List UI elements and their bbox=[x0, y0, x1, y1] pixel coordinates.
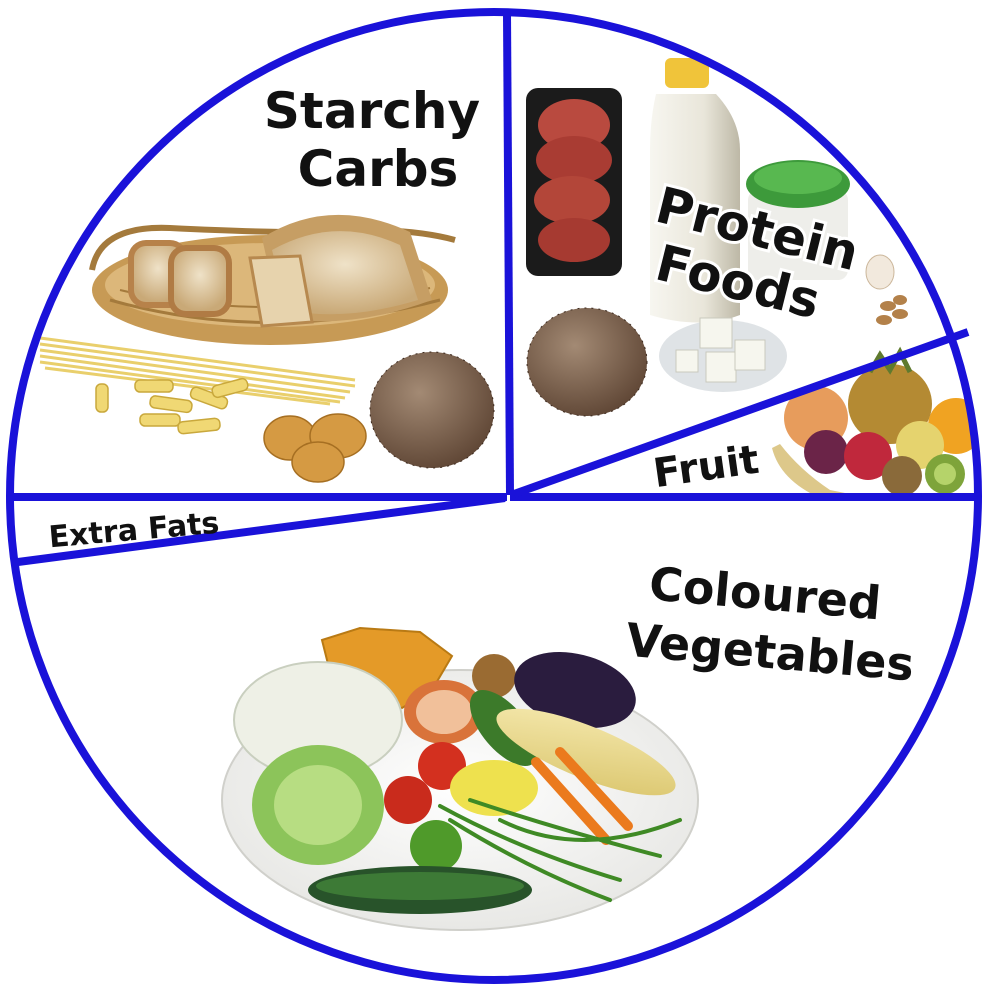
cheese-illustration bbox=[659, 318, 787, 392]
label-extra-fats: Extra Fats bbox=[47, 506, 220, 556]
beans-illustration-starchy bbox=[370, 352, 494, 468]
label-coloured-vegetables: Coloured Vegetables bbox=[624, 555, 921, 692]
macaroni-illustration bbox=[96, 378, 249, 435]
fruit-illustration bbox=[772, 352, 984, 498]
label-starchy-carbs: Starchy Carbs bbox=[264, 82, 480, 198]
egg-illustration bbox=[866, 255, 894, 289]
beans-illustration-protein bbox=[527, 308, 647, 416]
divider-vertical bbox=[507, 14, 510, 495]
potatoes-illustration bbox=[264, 414, 366, 482]
steak-illustration bbox=[526, 88, 622, 276]
label-starchy-line1: Starchy bbox=[264, 82, 480, 140]
label-starchy-line2: Carbs bbox=[298, 140, 459, 198]
label-fruit: Fruit bbox=[651, 437, 762, 497]
bread-basket-illustration bbox=[92, 215, 455, 345]
nuts-illustration bbox=[876, 295, 908, 325]
